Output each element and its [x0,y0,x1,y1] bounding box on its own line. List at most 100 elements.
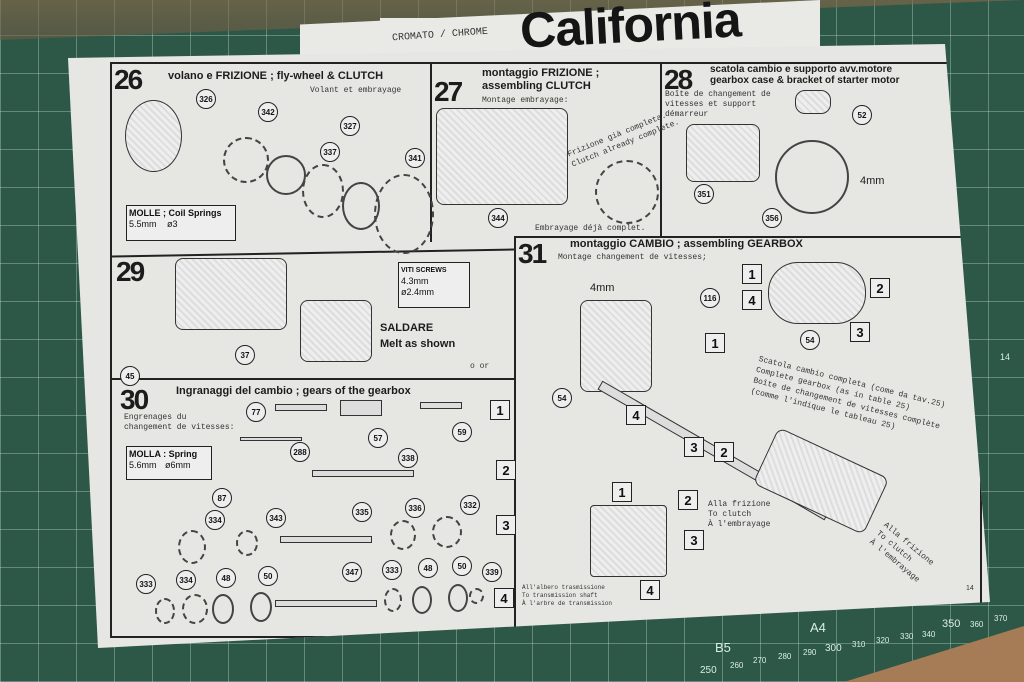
step-number: 26 [114,64,143,95]
part-37: 37 [235,345,255,365]
gear-drawing [236,530,258,556]
part-54: 54 [800,330,820,350]
part-338: 338 [398,448,418,468]
melt-it: SALDARE [380,322,434,334]
spring-length: 5.6mm [129,460,157,470]
part-48: 48 [216,568,236,588]
french-line: Boîte de changement de [665,90,771,99]
mat-ruler-14: 14 [1000,352,1011,362]
part-339: 339 [482,562,502,582]
step-marker-2: 2 [678,490,698,510]
step-marker-2: 2 [496,460,516,480]
divider [112,378,514,380]
part-351: 351 [694,184,714,204]
mat-ruler-330: 330 [900,632,914,641]
washer-drawing [250,592,272,622]
part-50: 50 [452,556,472,576]
mat-label-a4: A4 [810,620,826,635]
gear-drawing [390,520,416,550]
coil-springs-box: MOLLE ; Coil Springs 5.5mm ø3 [126,205,236,241]
sleeve-drawing [340,400,382,416]
gear-drawing [178,530,206,564]
divider [660,64,662,236]
mat-ruler-310: 310 [852,640,866,649]
mat-ruler-300: 300 [825,643,842,654]
step-marker-3: 3 [496,515,516,535]
to-shaft-note: À l'arbre de transmission [522,600,613,607]
to-clutch-note: To clutch [708,510,752,519]
mat-ruler-290: 290 [803,648,817,657]
to-shaft-note: To transmission shaft [522,592,598,599]
starter-motor-drawing [795,90,831,114]
part-334: 334 [176,570,196,590]
spring-box: MOLLA : Spring 5.6mm ø6mm [126,446,212,480]
mat-ruler-320: 320 [876,636,890,645]
step-marker-4: 4 [626,405,646,425]
bracket-drawing [775,140,849,214]
part-335: 335 [352,502,372,522]
part-343: 343 [266,508,286,528]
part-288: 288 [290,442,310,462]
step-french: Montage changement de vitesses; [558,253,707,262]
step-title: Ingranaggi del cambio ; gears of the gea… [176,385,411,397]
step-french: Montage embrayage: [482,96,569,105]
part-57: 57 [368,428,388,448]
washer-drawing [412,586,432,614]
gearbox-half-drawing [175,258,287,330]
step-title: volano e FRIZIONE ; fly-wheel & CLUTCH [168,70,384,82]
part-347: 347 [342,562,362,582]
part-356: 356 [762,208,782,228]
screw-dia: ø2.4mm [401,287,435,297]
gear-drawing [384,588,402,612]
title-en: gearbox case & bracket of starter motor [710,75,900,86]
step-marker-4: 4 [640,580,660,600]
coil-box-title: MOLLE ; Coil Springs [129,208,222,218]
step-marker-3: 3 [684,437,704,457]
part-116: 116 [700,288,720,308]
step-marker-2: 2 [870,278,890,298]
gearbox-half-drawing [300,300,372,362]
step-marker-1: 1 [742,264,762,284]
coil-diameter: ø3 [167,219,178,229]
part-333: 333 [382,560,402,580]
title-it: scatola cambio e supporto avv.motore [710,64,893,75]
step-marker-4: 4 [494,588,514,608]
step-number: 31 [518,238,547,269]
shaft-drawing [275,404,327,411]
gear-drawing [155,598,175,624]
french-line: changement de vitesses: [124,423,235,432]
disc-drawing [266,155,306,195]
part-48: 48 [418,558,438,578]
gearbox-case-drawing [686,124,760,182]
step-number: 30 [120,384,149,415]
divider [430,64,432,242]
spring-diameter: ø6mm [165,460,191,470]
melt-en: Melt as shown [380,338,456,350]
part-334: 334 [205,510,225,530]
to-clutch-note: Alla frizione [708,500,771,509]
part-45: 45 [120,366,140,386]
ring-gear-drawing [374,174,434,254]
part-342: 342 [258,102,278,122]
step-number: 27 [434,76,463,107]
gearbox-case-drawing [580,300,652,392]
screws-box: VITI SCREWS 4.3mm ø2.4mm [398,262,470,308]
part-54: 54 [552,388,572,408]
part-77: 77 [246,402,266,422]
part-327: 327 [340,116,360,136]
step-marker-1: 1 [705,333,725,353]
step-title: montaggio CAMBIO ; assembling GEARBOX [570,238,803,250]
step-french: Volant et embrayage [310,86,402,95]
gear-stack-drawing [590,505,667,577]
french-line: démarreur [665,110,709,119]
step-number: 28 [664,64,693,95]
part-333: 333 [136,574,156,594]
mat-ruler-340: 340 [922,630,936,639]
mat-label-b5: B5 [715,640,731,655]
step-title: montaggio FRIZIONE ; assembling CLUTCH [482,67,600,92]
shaft-drawing [275,600,377,607]
part-341: 341 [405,148,425,168]
divider [514,236,516,632]
note-fr: Embrayage déjà complet. [535,224,646,233]
